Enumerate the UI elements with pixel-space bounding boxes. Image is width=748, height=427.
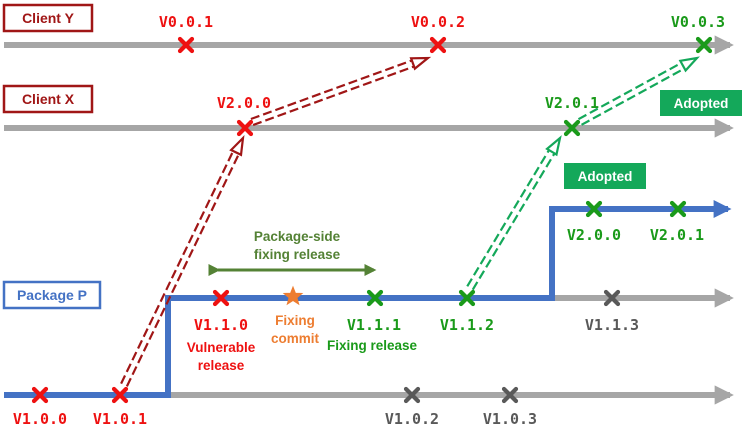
client-x-box [2, 84, 94, 114]
p-v111-marker-icon [366, 289, 384, 307]
label-p-v111: V1.1.1 [347, 316, 401, 334]
package-p-label: Package P [17, 287, 87, 303]
package-p-mainline [4, 200, 732, 398]
vulnerable-release-line1: Vulnerable [187, 340, 256, 355]
adopted-badge-top [660, 90, 742, 116]
label-p-v103: V1.0.3 [483, 410, 537, 427]
label-x-v201: V2.0.1 [545, 94, 599, 112]
p-v113-marker-icon [603, 289, 621, 307]
x-v201-marker-icon [563, 119, 581, 137]
fixing-commit-star-icon [282, 285, 304, 306]
package-p-box [2, 280, 102, 310]
adoption-arrow-x200-to-y002 [250, 56, 432, 127]
y-v003-marker-icon [695, 36, 713, 54]
label-p-v113: V1.1.3 [585, 316, 639, 334]
client-y-label: Client Y [22, 10, 75, 26]
label-p-v110: V1.1.0 [194, 316, 248, 334]
label-y-v003: V0.0.3 [671, 13, 725, 31]
package-side-line1: Package-side [254, 229, 341, 244]
p-v201-marker-icon [669, 200, 687, 218]
p-v200-marker-icon [585, 200, 603, 218]
fixing-commit-line1: Fixing [275, 313, 315, 328]
adopted-badge-mid [564, 163, 646, 189]
client-x-label: Client X [22, 91, 75, 107]
label-p-v200: V2.0.0 [567, 226, 621, 244]
p-v112-marker-icon [458, 289, 476, 307]
label-p-v100: V1.0.0 [13, 410, 67, 427]
package-side-line2: fixing release [254, 247, 341, 262]
adopted-badge-mid-label: Adopted [578, 169, 633, 184]
label-y-v001: V0.0.1 [159, 13, 213, 31]
p-v101-marker-icon [111, 386, 129, 404]
x-v200-marker-icon [236, 119, 254, 137]
adopted-badge-top-label: Adopted [674, 96, 729, 111]
p-v100-marker-icon [31, 386, 49, 404]
y-v002-marker-icon [429, 36, 447, 54]
p-v102-marker-icon [403, 386, 421, 404]
vulnerable-release-line2: release [198, 358, 245, 373]
label-y-v002: V0.0.2 [411, 13, 465, 31]
label-p-v201: V2.0.1 [650, 226, 704, 244]
fixing-release-label: Fixing release [327, 338, 418, 353]
label-x-v200: V2.0.0 [217, 94, 271, 112]
p-v110-marker-icon [212, 289, 230, 307]
label-p-v102: V1.0.2 [385, 410, 439, 427]
adoption-arrow-x201-to-y003 [577, 56, 700, 126]
adoption-arrow-v101-to-x200 [120, 134, 245, 387]
fixing-commit-line2: commit [271, 331, 320, 346]
label-p-v112: V1.1.2 [440, 316, 494, 334]
y-v001-marker-icon [177, 36, 195, 54]
p-v103-marker-icon [501, 386, 519, 404]
label-p-v101: V1.0.1 [93, 410, 147, 427]
adoption-arrow-v112-to-x201 [466, 135, 562, 291]
client-y-box [2, 3, 94, 33]
